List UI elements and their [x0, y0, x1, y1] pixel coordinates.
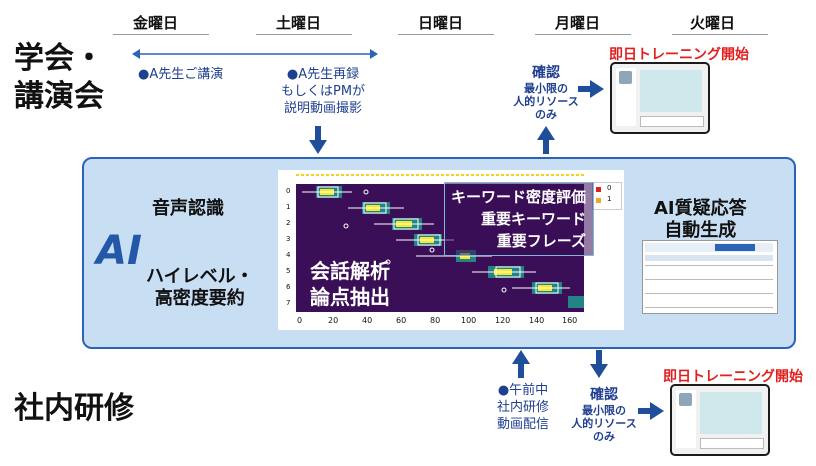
qa-table-button	[715, 244, 755, 251]
heatmap-boxes	[302, 186, 584, 308]
keyword-evaluation-label: キーワード密度評価 重要キーワード 重要フレーズ	[450, 188, 586, 250]
tablet-input	[700, 438, 764, 449]
qa-generation-label: AI質疑応答 自動生成	[654, 198, 747, 241]
category-internal: 社内研修	[14, 391, 134, 426]
x-tick: 20	[328, 316, 339, 325]
y-tick: 0	[286, 187, 291, 195]
x-tick: 140	[529, 316, 545, 325]
timeline-double-arrow	[132, 49, 378, 59]
tablet-content	[700, 392, 762, 434]
qa-table-row	[645, 279, 773, 280]
conversation-analysis-label: 会話解析 論点抽出	[310, 259, 390, 309]
y-tick: 4	[286, 251, 291, 259]
tablet-input	[640, 116, 704, 127]
day-underline	[535, 34, 631, 35]
training-start-bottom: 即日トレーニング開始	[663, 369, 803, 385]
arrow-down-icon	[309, 126, 327, 154]
category-academic: 学会・ 講演会	[14, 41, 104, 114]
arrow-up-icon	[512, 350, 530, 378]
arrow-down-icon	[590, 350, 608, 378]
legend-label-0: 0	[607, 184, 612, 192]
arrow-up-icon	[537, 126, 555, 154]
note-lecture: ●A先生ご講演	[138, 67, 224, 82]
note-rerecord: ●A先生再録 もしくはPMが 説明動画撮影	[281, 67, 366, 116]
y-tick: 1	[286, 203, 291, 211]
y-tick: 2	[286, 219, 291, 227]
tablet-avatar	[619, 71, 632, 84]
day-tuesday: 火曜日	[690, 14, 736, 32]
summary-label: ハイレベル・ 高密度要約	[146, 266, 254, 309]
y-tick: 5	[286, 267, 291, 275]
legend-label-1: 1	[607, 195, 612, 203]
tablet-screenshot-top	[610, 62, 710, 134]
y-tick: 3	[286, 235, 291, 243]
confirm-top: 確認 最小限の 人的リソース のみ	[508, 62, 584, 121]
x-tick: 40	[362, 316, 373, 325]
confirm-label: 確認	[532, 65, 560, 81]
y-tick: 6	[286, 283, 291, 291]
qa-table-screenshot	[642, 240, 778, 314]
confirm-label: 確認	[590, 387, 618, 403]
qa-table-row	[645, 265, 773, 266]
confirm-sub: 最小限の 人的リソース のみ	[513, 82, 579, 121]
confirm-sub: 最小限の 人的リソース のみ	[571, 404, 637, 443]
keyword-overlay-box	[444, 182, 594, 256]
arrow-right-icon	[578, 80, 604, 98]
x-tick: 100	[461, 316, 477, 325]
day-monday: 月曜日	[555, 14, 601, 32]
day-underline	[113, 34, 209, 35]
day-underline	[672, 34, 768, 35]
x-tick: 120	[495, 316, 511, 325]
x-tick: 80	[430, 316, 441, 325]
x-tick: 160	[562, 316, 578, 325]
legend-marker-1	[596, 198, 601, 203]
day-underline	[398, 34, 494, 35]
tablet-content	[640, 70, 702, 112]
qa-table-row	[645, 307, 773, 308]
qa-table-toolbar	[645, 243, 773, 252]
training-start-top: 即日トレーニング開始	[609, 47, 749, 63]
confirm-bottom: 確認 最小限の 人的リソース のみ	[566, 384, 642, 443]
legend-marker-0	[596, 187, 601, 192]
arrow-right-icon	[638, 402, 664, 420]
x-tick: 60	[396, 316, 407, 325]
qa-table-header	[645, 255, 773, 261]
day-underline	[256, 34, 352, 35]
note-internal-training: ●午前中 社内研修 動画配信	[497, 383, 550, 432]
tablet-avatar	[679, 393, 692, 406]
y-tick: 7	[286, 299, 291, 307]
day-sunday: 日曜日	[418, 14, 464, 32]
ai-label: AI	[96, 228, 142, 274]
tablet-screenshot-bottom	[670, 384, 770, 456]
day-saturday: 土曜日	[276, 14, 322, 32]
heatmap-legend-bar	[296, 174, 584, 176]
day-friday: 金曜日	[133, 14, 179, 32]
heatmap-legend: 0 1	[592, 182, 622, 210]
x-tick: 0	[297, 316, 303, 325]
speech-recognition-label: 音声認識	[152, 198, 224, 219]
qa-table-row	[645, 293, 773, 294]
